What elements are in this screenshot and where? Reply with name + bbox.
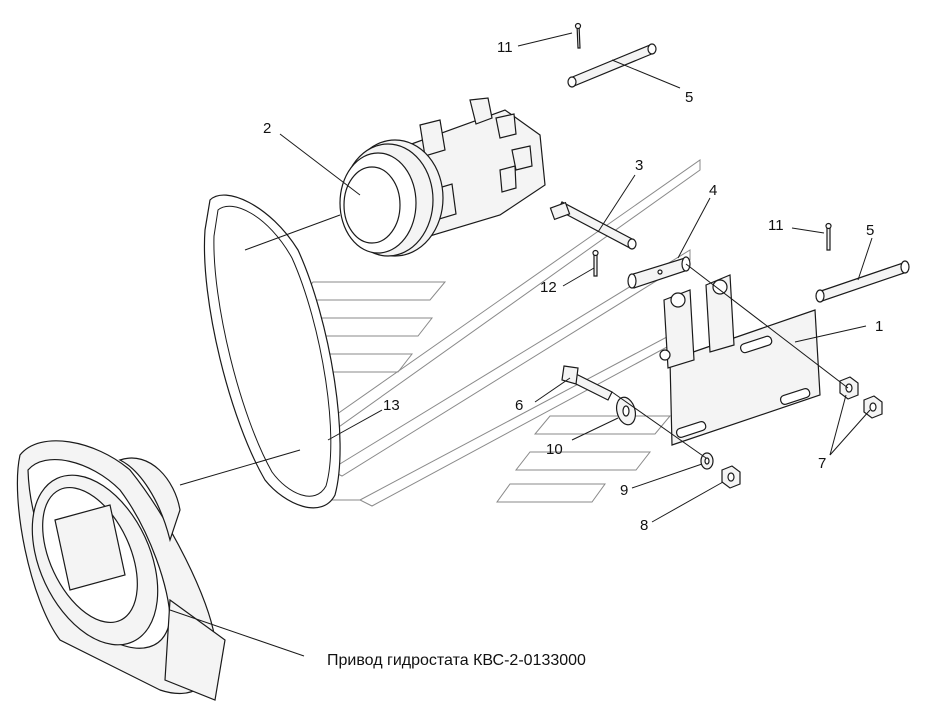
v-belt [203, 194, 341, 509]
shaft-axle [549, 201, 637, 250]
cotter-pin-upper [574, 22, 582, 49]
callout-9: 9 [620, 482, 628, 499]
pin-upper [567, 43, 657, 88]
callout-11-upper: 11 [497, 39, 513, 56]
callout-labels: 11 5 2 3 4 11 5 12 1 13 6 10 7 9 8 [263, 39, 883, 534]
callout-4: 4 [709, 182, 717, 199]
drive-pulley [16, 440, 226, 701]
hydro-pump-assembly [339, 97, 546, 257]
callout-8: 8 [640, 517, 648, 534]
callout-13: 13 [383, 397, 400, 414]
bushing [627, 256, 691, 289]
leader-lines [169, 32, 873, 657]
cotter-pin-12 [592, 249, 599, 277]
nut-7a [839, 376, 859, 400]
callout-10: 10 [546, 441, 563, 458]
callout-2: 2 [263, 120, 271, 137]
callout-1: 1 [875, 318, 883, 335]
pin-right [815, 260, 910, 303]
callout-12: 12 [540, 279, 557, 296]
callout-11-right: 11 [768, 217, 784, 234]
drawing-caption: Привод гидростата КВС-2-0133000 [327, 652, 586, 669]
bolt [561, 365, 613, 401]
cotter-pin-right [825, 222, 832, 251]
bracket-plate [659, 274, 821, 446]
nut-8 [721, 465, 741, 489]
callout-5-right: 5 [866, 222, 874, 239]
callout-7: 7 [818, 455, 826, 472]
washer-large [615, 396, 637, 426]
nut-7b [863, 395, 883, 419]
callout-6: 6 [515, 397, 523, 414]
callout-5-upper: 5 [685, 89, 693, 106]
callout-3: 3 [635, 157, 643, 174]
